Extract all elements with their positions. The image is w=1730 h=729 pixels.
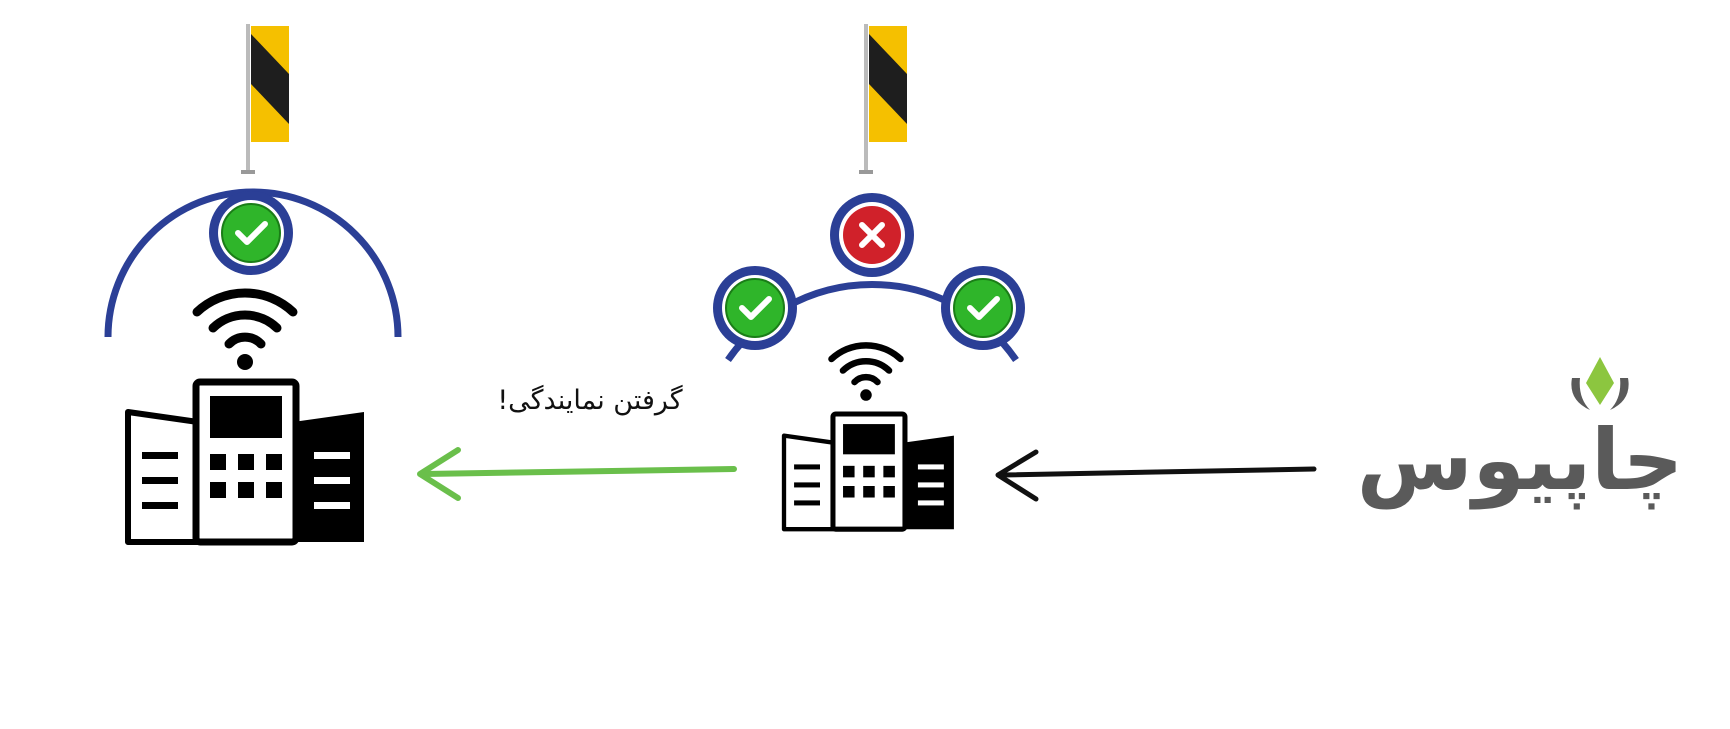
building-icon bbox=[784, 414, 954, 529]
arrow-left-icon bbox=[417, 447, 737, 501]
wifi-icon bbox=[197, 293, 293, 370]
check-icon bbox=[209, 191, 293, 275]
logo-leaf-icon bbox=[1571, 357, 1629, 410]
cross-icon bbox=[830, 193, 914, 277]
wifi-icon bbox=[831, 345, 900, 400]
arrow-left-icon bbox=[995, 449, 1317, 502]
brand-logo-text: چاپیوس bbox=[1356, 411, 1684, 509]
flag-icon bbox=[241, 24, 289, 174]
check-icon bbox=[713, 266, 797, 350]
flag-icon bbox=[859, 24, 907, 174]
check-icon bbox=[941, 266, 1025, 350]
building-icon bbox=[128, 382, 364, 542]
get-agency-caption: گرفتن نمایندگی! bbox=[497, 385, 683, 416]
